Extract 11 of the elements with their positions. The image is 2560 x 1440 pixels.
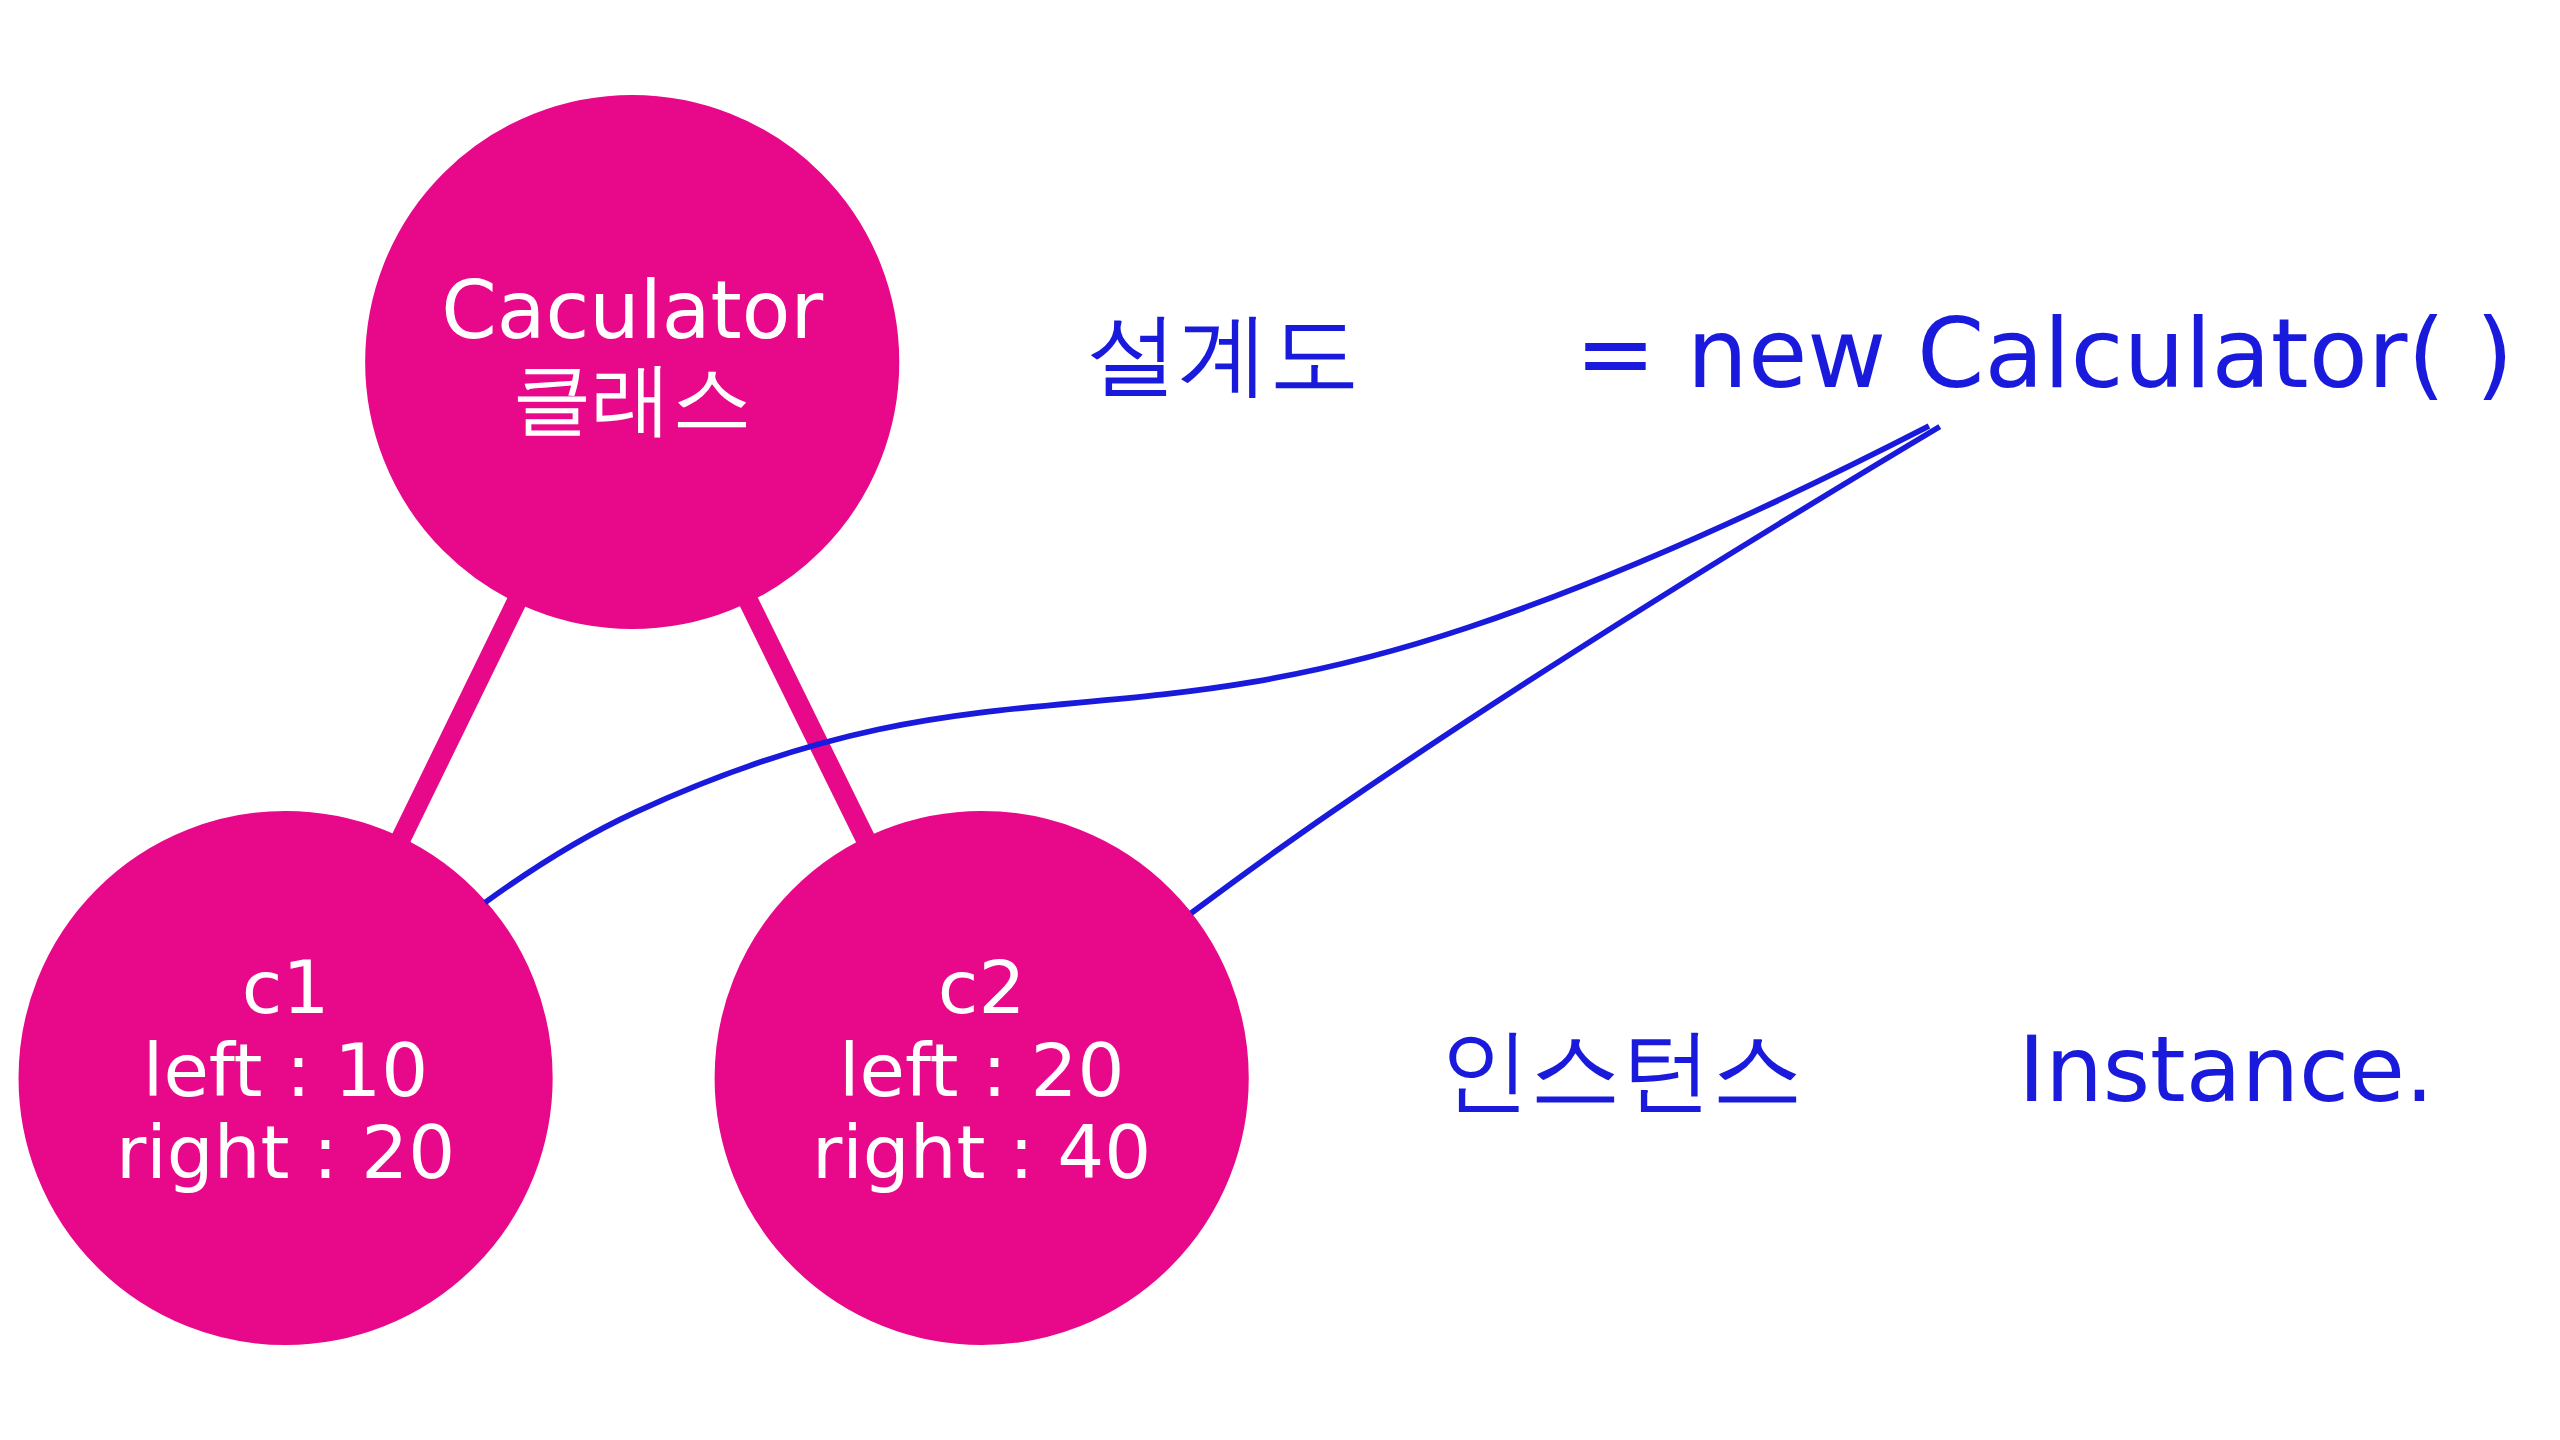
node-text: = new Calculator( ) <box>1575 296 2514 410</box>
node-circle: c1 left : 10 right : 20 <box>18 810 553 1346</box>
label: Instance. <box>2018 1017 2434 1122</box>
label: 설계도 <box>1086 301 1360 407</box>
connector <box>1189 424 1942 916</box>
node-circle: c2 left : 20 right : 40 <box>714 810 1249 1346</box>
connector <box>392 597 526 843</box>
connector <box>739 597 875 843</box>
node-circle: Caculator 클래스 <box>365 94 900 630</box>
label: 인스턴스 <box>1438 1017 1803 1122</box>
connector <box>483 423 1931 905</box>
